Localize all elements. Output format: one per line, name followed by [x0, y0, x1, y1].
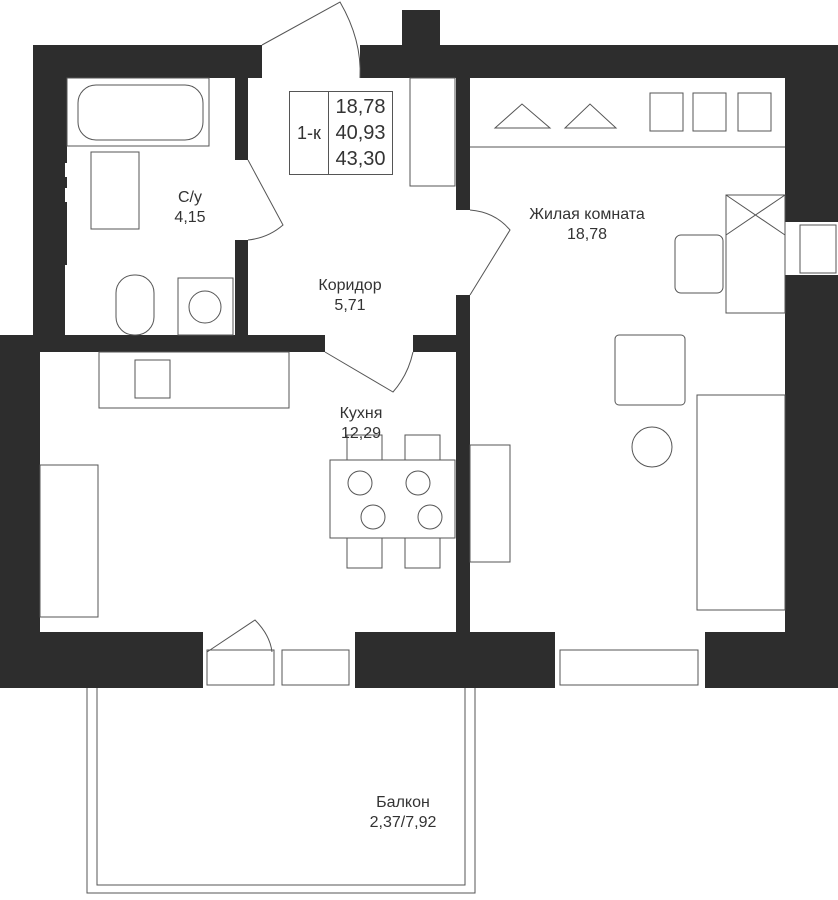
total-area: 40,93 — [335, 122, 386, 144]
shoe-rack — [409, 77, 456, 187]
washbasin — [90, 151, 140, 230]
dining-table — [329, 459, 456, 539]
balcony-outline — [86, 688, 476, 894]
walls — [0, 10, 838, 688]
room-name: Кухня — [339, 405, 383, 422]
room-name: Жилая комната — [529, 206, 645, 223]
room-name: Коридор — [318, 277, 382, 294]
living-area: 18,78 — [335, 96, 386, 118]
bathtub — [66, 77, 210, 147]
coffee-table — [631, 426, 673, 468]
doors — [206, 1, 511, 653]
room-name: Балкон — [376, 794, 430, 811]
room-label-bathroom: С/у 4,15 — [174, 188, 205, 228]
total-with-balcony: 43,30 — [335, 148, 386, 170]
kitchen-counter — [98, 351, 290, 409]
room-label-living-room: Жилая комната 18,78 — [529, 205, 645, 245]
chair — [674, 234, 724, 294]
room-area: 18,78 — [566, 226, 608, 243]
room-count: 1-к — [290, 92, 329, 174]
room-label-balcony: Балкон 2,37/7,92 — [370, 793, 437, 833]
apartment-summary: 1-к 18,78 40,93 43,30 — [289, 91, 393, 175]
desk — [725, 194, 786, 314]
kitchen-side-counter — [39, 464, 99, 618]
washing-machine — [177, 277, 234, 336]
room-label-corridor: Коридор 5,71 — [318, 276, 381, 316]
tv-stand — [469, 444, 511, 563]
room-label-kitchen: Кухня 12,29 — [340, 404, 383, 444]
room-area: 5,71 — [334, 297, 366, 314]
toilet — [115, 274, 155, 336]
armchair — [614, 334, 686, 406]
room-area: 12,29 — [340, 425, 382, 442]
sofa — [696, 394, 786, 611]
room-name: С/у — [177, 189, 202, 206]
furniture — [39, 77, 786, 618]
room-area: 4,15 — [174, 209, 206, 226]
windows — [40, 163, 837, 686]
room-area: 2,37/7,92 — [369, 814, 437, 831]
